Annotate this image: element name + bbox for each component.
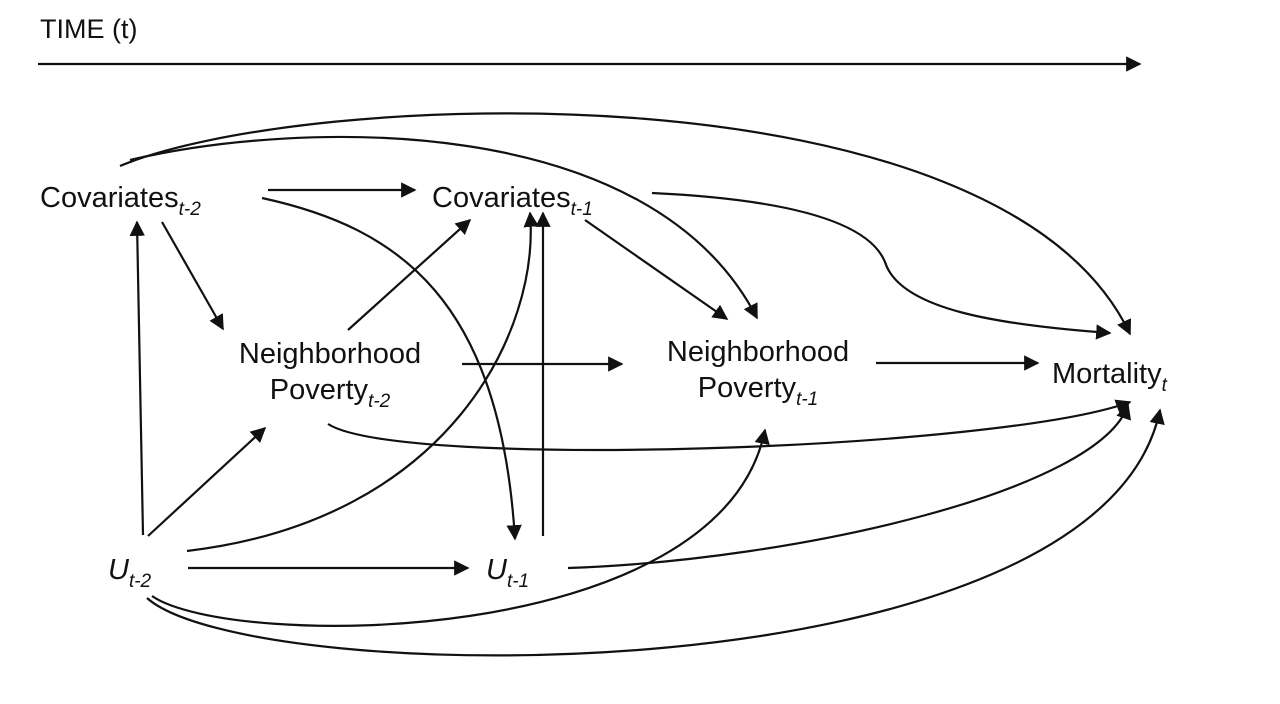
- edge-u-t2-to-np-t1: [151, 428, 770, 627]
- node-mortality-t: Mortalityt: [1052, 358, 1167, 396]
- edge-cov-t2-to-np-t1: [129, 135, 758, 320]
- time-axis-label: TIME (t): [40, 14, 138, 44]
- node-neighborhood-poverty-t-1: Neighborhood Povertyt-1: [666, 336, 850, 410]
- edge-u-t2-to-cov-t1: [186, 211, 539, 553]
- node-covariates-t-1: Covariatest-1: [432, 182, 593, 220]
- edge-np-t2-to-cov-t1: [347, 218, 472, 331]
- edge-u-t2-to-np-t2: [147, 426, 267, 537]
- node-u-t-2: Ut-2: [108, 554, 152, 592]
- edge-u-t2-to-mort: [146, 408, 1165, 657]
- node-u-t-1: Ut-1: [486, 554, 530, 592]
- node-covariates-t-2: Covariatest-2: [40, 182, 201, 220]
- edge-u-t2-to-cov-t2: [129, 220, 145, 536]
- edge-cov-t2-to-mort: [119, 112, 1131, 336]
- edge-cov-t2-to-np-t2: [161, 221, 224, 331]
- edge-np-t2-to-mort: [327, 399, 1132, 452]
- edge-u-t1-to-mort: [567, 403, 1131, 570]
- edge-cov-t1-to-np-t1: [584, 219, 729, 320]
- edge-cov-t1-to-mort: [651, 191, 1112, 340]
- node-neighborhood-poverty-t-2: Neighborhood Povertyt-2: [238, 338, 422, 412]
